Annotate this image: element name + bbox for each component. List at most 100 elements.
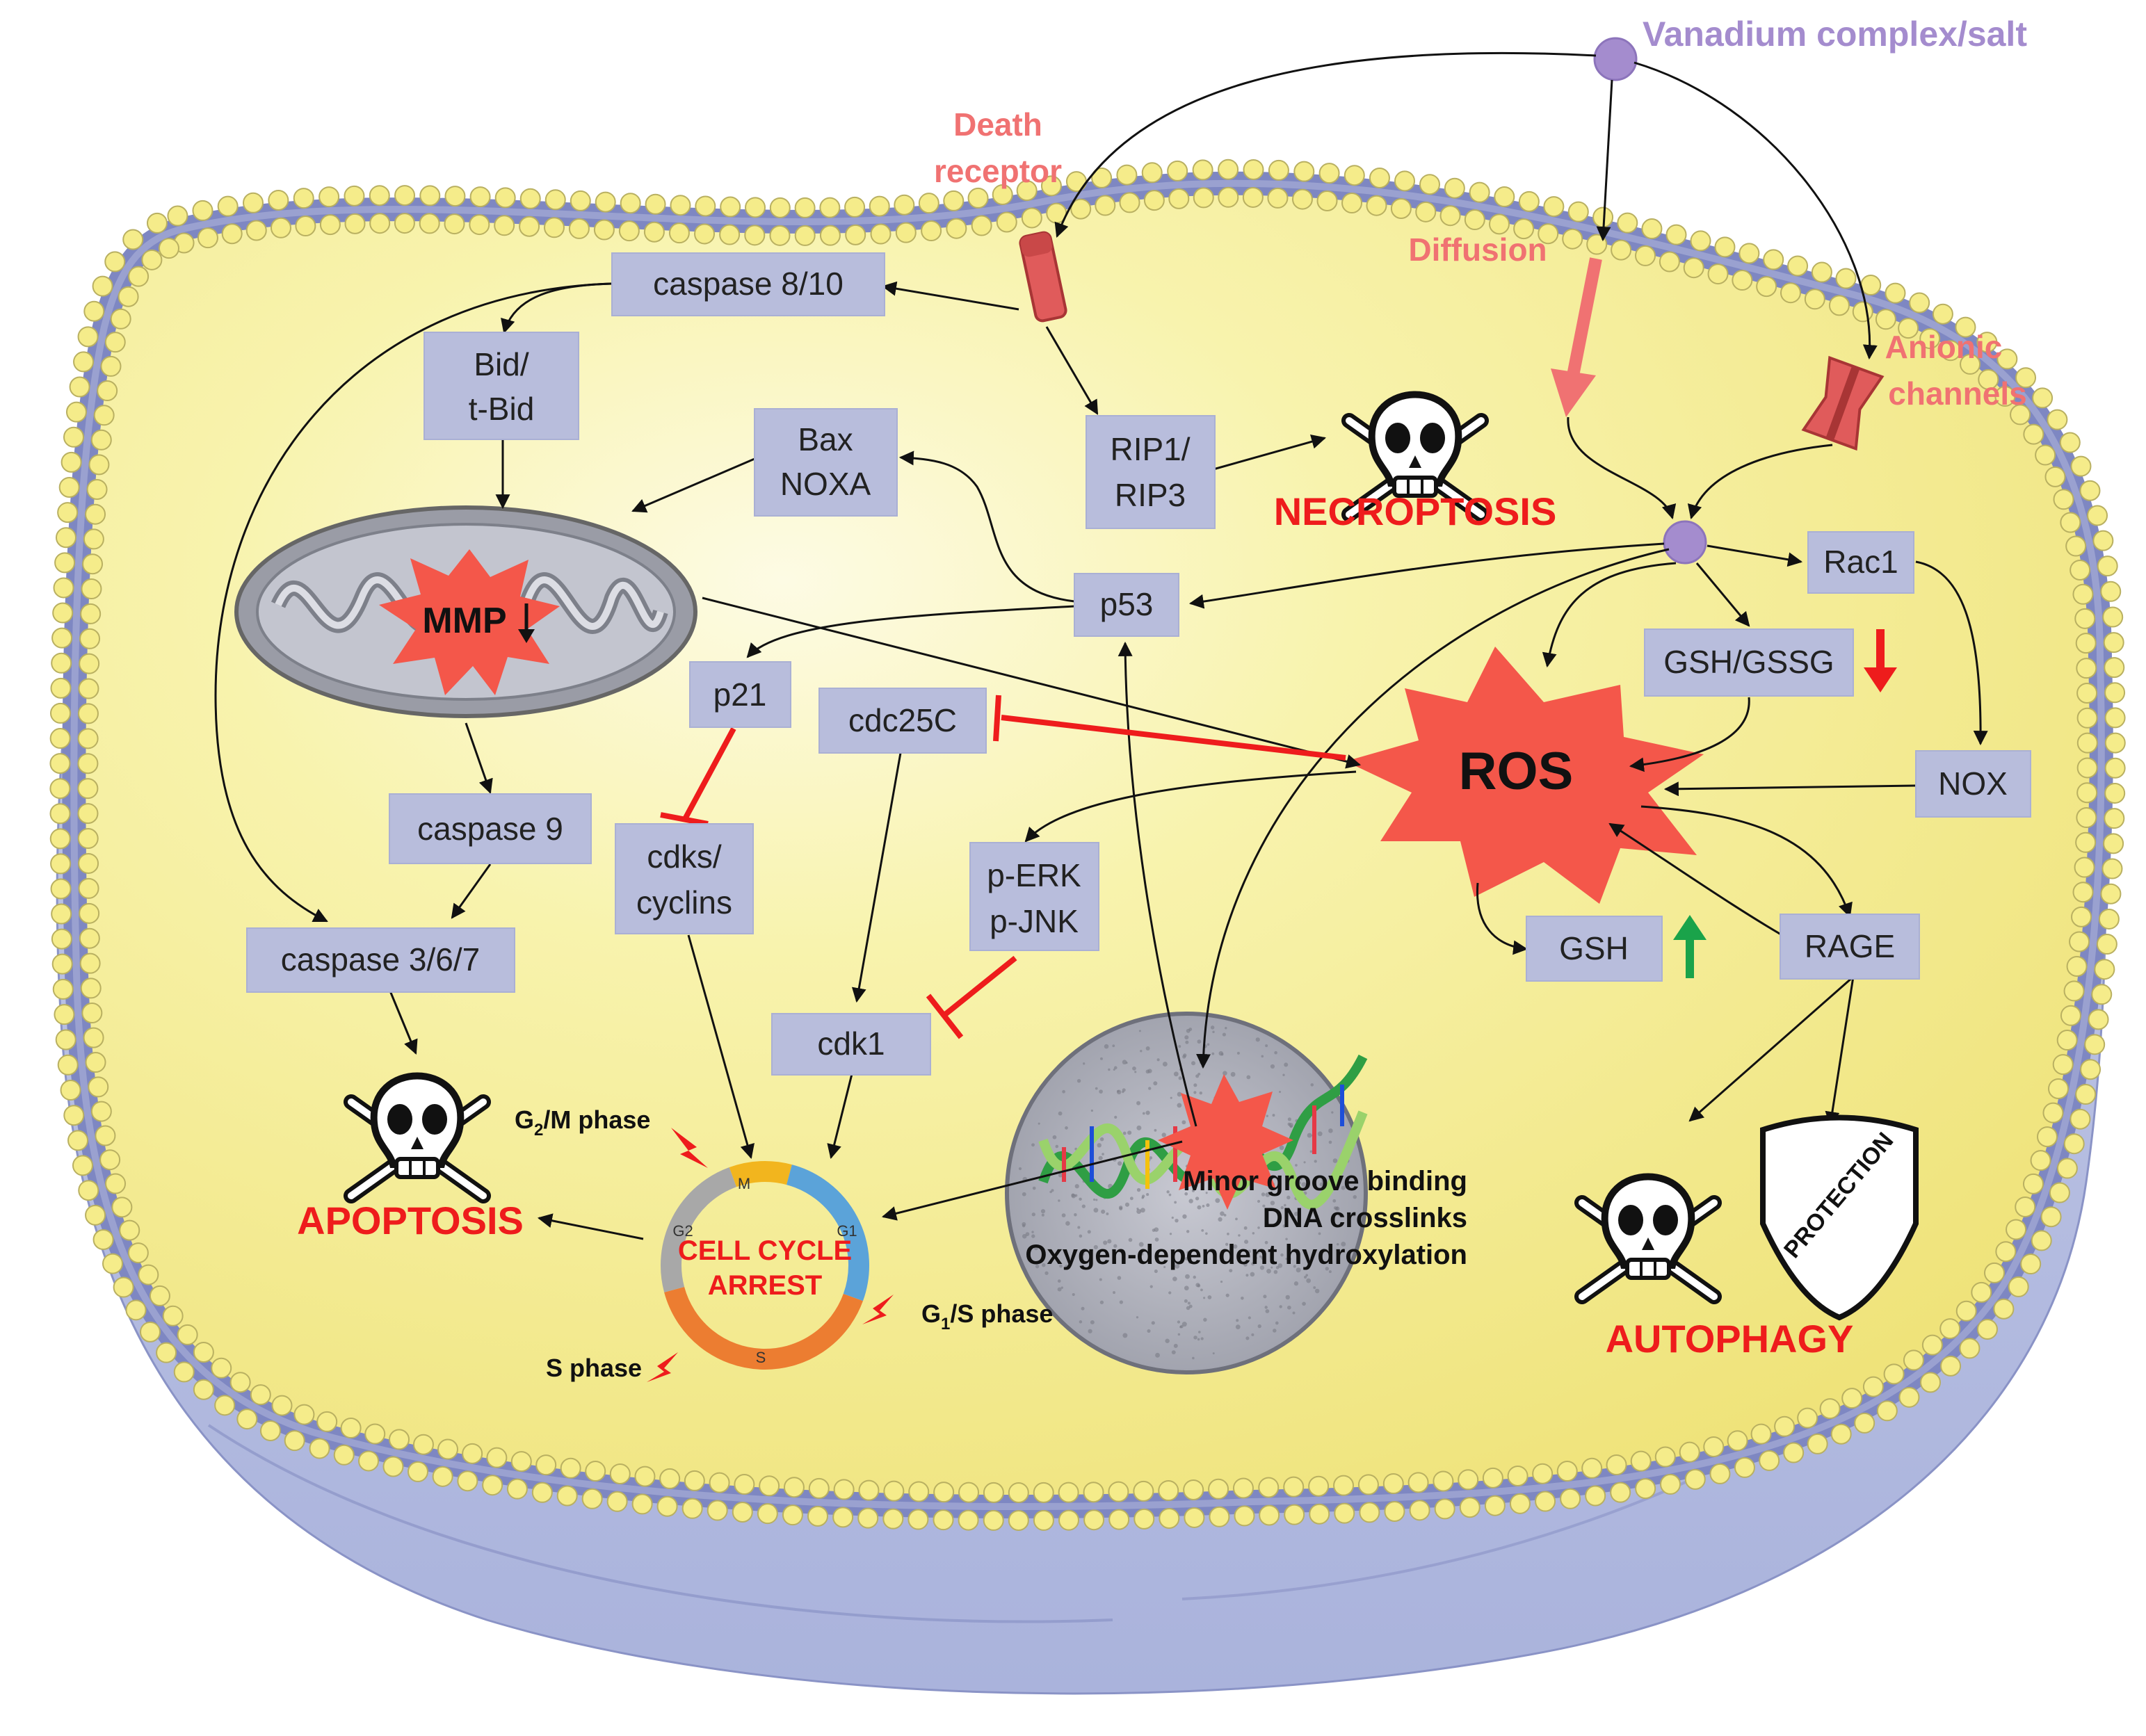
phase-g1s-label: G1/S phase bbox=[921, 1299, 1053, 1333]
membrane-bead bbox=[69, 376, 90, 398]
membrane-bead bbox=[60, 1080, 81, 1101]
arrow-v-to-receptor bbox=[1054, 51, 1597, 238]
arrow-bax-to-mito bbox=[631, 457, 755, 513]
membrane-bead bbox=[659, 1468, 681, 1489]
cell-cycle-segments bbox=[661, 1161, 869, 1370]
chromatin-dot bbox=[1059, 1264, 1063, 1268]
svg-text:p-ERK: p-ERK bbox=[987, 857, 1081, 893]
membrane-bead bbox=[2063, 980, 2085, 1002]
membrane-bead bbox=[2076, 807, 2097, 829]
chromatin-dot bbox=[1328, 1128, 1333, 1133]
node-gsh-gssg: GSH/GSSG bbox=[1644, 628, 1854, 697]
arrow-nox-to-ros bbox=[1663, 781, 1917, 797]
arrow-dna-to-cycle bbox=[881, 1140, 1183, 1221]
arrow-rip-to-necroptosis bbox=[1213, 435, 1327, 471]
membrane-bead bbox=[79, 952, 101, 974]
membrane-bead bbox=[432, 1466, 453, 1487]
chromatin-dot bbox=[1108, 1068, 1111, 1071]
chromatin-dot bbox=[1080, 1251, 1085, 1256]
chromatin-dot bbox=[1270, 1064, 1275, 1069]
svg-text:Bax: Bax bbox=[798, 421, 853, 457]
membrane-bead bbox=[369, 213, 391, 234]
node-rac1: Rac1 bbox=[1807, 531, 1914, 594]
membrane-bead bbox=[1143, 190, 1165, 211]
membrane-bead bbox=[2040, 1206, 2062, 1228]
chromatin-dot bbox=[1072, 1293, 1075, 1297]
membrane-bead bbox=[2092, 530, 2114, 551]
chromatin-dot bbox=[1247, 1249, 1251, 1254]
chromatin-dot bbox=[1192, 1356, 1195, 1360]
skull-part bbox=[1385, 423, 1410, 453]
membrane-bead bbox=[193, 1341, 214, 1363]
svg-text:p53: p53 bbox=[1100, 586, 1154, 622]
membrane-bead bbox=[82, 553, 104, 575]
arrow-p53-to-bax bbox=[898, 451, 1075, 603]
chromatin-dot bbox=[1107, 1239, 1112, 1244]
chromatin-dot bbox=[1314, 1160, 1317, 1163]
membrane-bead bbox=[759, 1475, 780, 1497]
membrane-bead bbox=[1679, 1441, 1700, 1463]
chromatin-dot bbox=[1100, 1057, 1103, 1060]
chromatin-dot bbox=[1273, 1269, 1278, 1274]
membrane-bead bbox=[1862, 1376, 1884, 1397]
vanadium-sphere-outside bbox=[1593, 37, 1638, 81]
node-perk-pjnk: p-ERK p-JNK bbox=[969, 842, 1099, 951]
chromatin-dot bbox=[1058, 1173, 1063, 1178]
chromatin-dot bbox=[1353, 1194, 1357, 1199]
svg-text:NOXA: NOXA bbox=[780, 466, 871, 502]
chromatin-dot bbox=[1212, 1030, 1215, 1034]
membrane-bead bbox=[407, 1461, 428, 1482]
membrane-bead bbox=[344, 185, 365, 206]
arrow-caspase810-to-caspase367 bbox=[214, 282, 613, 923]
membrane-bead bbox=[2076, 658, 2097, 679]
chromatin-dot bbox=[1279, 1305, 1282, 1308]
chromatin-dot bbox=[1146, 1193, 1149, 1196]
membrane-bead bbox=[49, 778, 71, 800]
membrane-bead bbox=[149, 1285, 170, 1306]
chromatin-dot bbox=[1145, 1069, 1150, 1074]
membrane-bead bbox=[197, 227, 218, 249]
chromatin-dot bbox=[1238, 1234, 1241, 1237]
membrane-bead bbox=[819, 225, 841, 246]
chromatin-dot bbox=[1265, 1044, 1268, 1048]
membrane-bead bbox=[2076, 757, 2098, 779]
membrane-bead bbox=[1875, 309, 1896, 330]
chromatin-dot bbox=[1277, 1263, 1283, 1268]
chromatin-dot bbox=[1184, 1285, 1189, 1291]
node-cdks-cyclins: cdks/ cyclins bbox=[615, 823, 754, 934]
membrane-bead bbox=[77, 778, 99, 800]
membrane-bead bbox=[1316, 190, 1338, 211]
membrane-bead bbox=[2069, 931, 2090, 952]
chromatin-dot bbox=[1169, 1233, 1172, 1235]
membrane-bead bbox=[1932, 303, 1953, 325]
membrane-bead bbox=[1218, 159, 1239, 180]
chromatin-dot bbox=[1087, 1230, 1091, 1234]
chromatin-dot bbox=[1156, 1058, 1160, 1062]
chromatin-dot bbox=[1235, 1324, 1241, 1329]
membrane-bead bbox=[1407, 1472, 1429, 1493]
chromatin-dot bbox=[1031, 1212, 1035, 1217]
chromatin-dot bbox=[1122, 1333, 1128, 1338]
chromatin-dot bbox=[1200, 1288, 1203, 1292]
membrane-bead bbox=[1876, 1400, 1898, 1422]
chromatin-dot bbox=[1051, 1189, 1054, 1192]
chromatin-dot bbox=[1236, 1051, 1240, 1055]
membrane-bead bbox=[2065, 535, 2087, 557]
chromatin-dot bbox=[1117, 1276, 1122, 1280]
membrane-bead bbox=[156, 1342, 177, 1363]
membrane-bead bbox=[1341, 193, 1363, 214]
chromatin-dot bbox=[1074, 1184, 1079, 1189]
chromatin-dot bbox=[1174, 1201, 1177, 1204]
chromatin-dot bbox=[1275, 1321, 1279, 1325]
chromatin-dot bbox=[1265, 1221, 1269, 1225]
chromatin-dot bbox=[1332, 1158, 1338, 1163]
membrane-bead bbox=[1091, 167, 1113, 188]
membrane-bead bbox=[895, 222, 917, 243]
svg-text:cdks/: cdks/ bbox=[647, 838, 722, 875]
chromatin-dot bbox=[1064, 1265, 1069, 1269]
chromatin-dot bbox=[1309, 1150, 1313, 1153]
chromatin-dot bbox=[1057, 1287, 1062, 1292]
membrane-bead bbox=[88, 454, 110, 476]
membrane-bead bbox=[1033, 1509, 1054, 1531]
skull-part bbox=[1653, 1205, 1678, 1235]
